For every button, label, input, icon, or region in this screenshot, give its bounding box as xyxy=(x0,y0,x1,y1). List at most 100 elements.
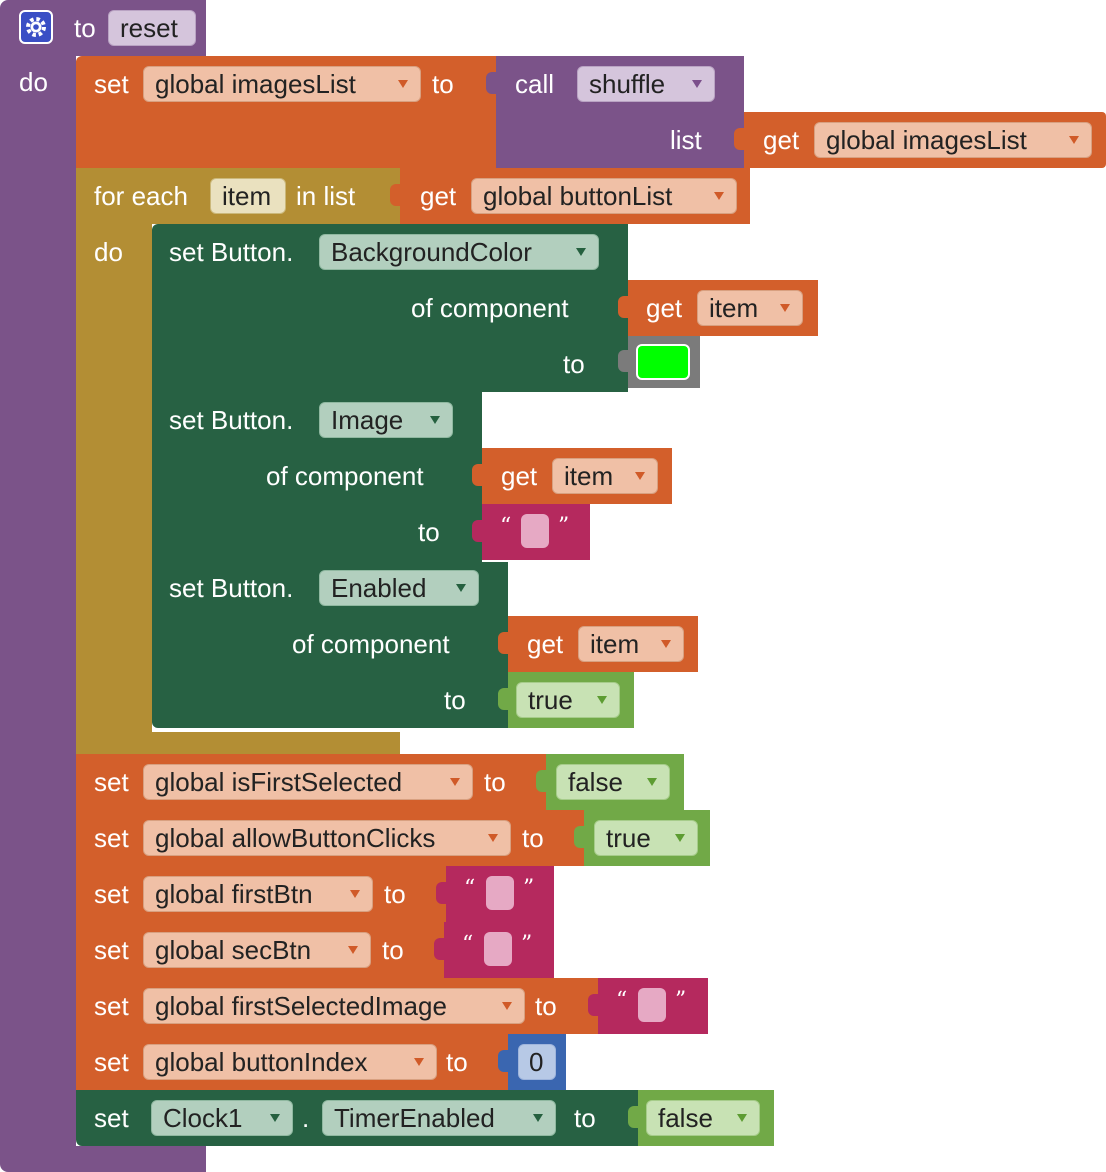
procedure-to-label: to xyxy=(74,13,96,43)
dropdown-arrow-icon xyxy=(533,1114,543,1122)
empty-text-field[interactable] xyxy=(638,988,666,1022)
dropdown-arrow-icon xyxy=(737,1114,747,1122)
dropdown-arrow-icon xyxy=(647,778,657,786)
to-label: to xyxy=(444,685,466,715)
to-label: to xyxy=(535,991,557,1021)
set-label: set xyxy=(94,879,129,909)
call-label: call xyxy=(515,69,555,99)
get-item-dropdown[interactable]: item xyxy=(578,626,684,662)
dropdown-arrow-icon xyxy=(456,584,466,592)
logic-block-tab xyxy=(498,688,508,710)
get-item-get-label: get xyxy=(501,461,538,491)
to-label: to xyxy=(574,1103,596,1133)
to-label: to xyxy=(522,823,544,853)
of-component-label: of component xyxy=(292,629,450,659)
backgroundcolor-property-dropdown[interactable]: BackgroundColor xyxy=(319,234,599,270)
dropdown-arrow-icon xyxy=(270,1114,280,1122)
empty-text-field[interactable] xyxy=(521,514,549,548)
dropdown-arrow-icon xyxy=(488,834,498,842)
for-each-do-label: do xyxy=(94,237,123,267)
get-images-get-label: get xyxy=(763,125,800,155)
dropdown-arrow-icon xyxy=(692,80,702,88)
dropdown-arrow-icon xyxy=(398,80,408,88)
dropdown-arrow-icon xyxy=(430,416,440,424)
is-first-selected-dropdown[interactable]: global isFirstSelected xyxy=(143,764,473,800)
dropdown-arrow-icon xyxy=(675,834,685,842)
to-label: to xyxy=(384,879,406,909)
false-value-dropdown[interactable]: false xyxy=(556,764,670,800)
to-label: to xyxy=(563,349,585,379)
text-block-tab xyxy=(434,938,444,960)
shuffle-function-dropdown[interactable]: shuffle xyxy=(577,66,715,102)
to-label: to xyxy=(418,517,440,547)
image-property-dropdown[interactable]: Image xyxy=(319,402,453,438)
set-button-label: set Button. xyxy=(169,405,294,435)
of-component-label: of component xyxy=(411,293,569,323)
to-label: to xyxy=(382,935,404,965)
sec-btn-dropdown[interactable]: global secBtn xyxy=(143,932,371,968)
green-color-swatch[interactable] xyxy=(636,344,690,380)
empty-text-field[interactable] xyxy=(486,876,514,910)
set-images-variable-dropdown[interactable]: global imagesList xyxy=(143,66,421,102)
dropdown-arrow-icon xyxy=(597,696,607,704)
allow-button-clicks-dropdown[interactable]: global allowButtonClicks xyxy=(143,820,511,856)
true-value-dropdown[interactable]: true xyxy=(516,682,620,718)
dropdown-arrow-icon xyxy=(450,778,460,786)
dropdown-arrow-icon xyxy=(414,1058,424,1066)
text-block-tab xyxy=(436,882,446,904)
get-button-list-dropdown[interactable]: global buttonList xyxy=(471,178,737,214)
open-quote: “ xyxy=(464,876,476,901)
button-index-dropdown[interactable]: global buttonIndex xyxy=(143,1044,437,1080)
dropdown-arrow-icon xyxy=(1069,136,1079,144)
dropdown-arrow-icon xyxy=(714,192,724,200)
dropdown-arrow-icon xyxy=(348,946,358,954)
procedure-body-rail xyxy=(0,54,76,1148)
number-value-field[interactable]: 0 xyxy=(518,1044,556,1080)
clock1-component-dropdown[interactable]: Clock1 xyxy=(151,1100,293,1136)
logic-block-tab xyxy=(574,826,584,848)
get-button-list-get-label: get xyxy=(420,181,457,211)
get-item-tab xyxy=(618,296,628,318)
for-each-label: for each xyxy=(94,181,188,211)
dropdown-arrow-icon xyxy=(780,304,790,312)
procedure-do-label: do xyxy=(19,67,48,97)
dropdown-arrow-icon xyxy=(350,890,360,898)
dropdown-arrow-icon xyxy=(502,1002,512,1010)
close-quote: ” xyxy=(521,932,533,957)
get-item-tab xyxy=(472,464,482,486)
timer-enabled-property-dropdown[interactable]: TimerEnabled xyxy=(322,1100,556,1136)
dropdown-arrow-icon xyxy=(661,640,671,648)
set-label: set xyxy=(94,823,129,853)
get-item-tab xyxy=(498,632,508,654)
gear-icon[interactable] xyxy=(19,10,53,44)
shuffle-list-param-label: list xyxy=(670,125,702,155)
get-images-variable-dropdown[interactable]: global imagesList xyxy=(814,122,1092,158)
open-quote: “ xyxy=(462,932,474,957)
for-each-item-field[interactable]: item xyxy=(210,178,286,214)
dot-separator: . xyxy=(302,1103,310,1133)
dropdown-arrow-icon xyxy=(635,472,645,480)
get-item-dropdown[interactable]: item xyxy=(697,290,803,326)
to-label: to xyxy=(484,767,506,797)
set-label: set xyxy=(94,991,129,1021)
close-quote: ” xyxy=(558,514,570,539)
set-button-label: set Button. xyxy=(169,237,294,267)
set-label: set xyxy=(94,1103,129,1133)
empty-text-field[interactable] xyxy=(484,932,512,966)
first-btn-dropdown[interactable]: global firstBtn xyxy=(143,876,373,912)
set-label: set xyxy=(94,1047,129,1077)
procedure-name-field[interactable]: reset xyxy=(108,10,196,46)
call-shuffle-tab xyxy=(486,72,496,94)
dropdown-arrow-icon xyxy=(576,248,586,256)
get-item-get-label: get xyxy=(646,293,683,323)
false-value-dropdown[interactable]: false xyxy=(646,1100,760,1136)
first-selected-image-dropdown[interactable]: global firstSelectedImage xyxy=(143,988,525,1024)
get-item-dropdown[interactable]: item xyxy=(552,458,658,494)
enabled-property-dropdown[interactable]: Enabled xyxy=(319,570,479,606)
procedure-bottom-arm xyxy=(0,1146,206,1172)
set-images-set-label: set xyxy=(94,69,129,99)
true-value-dropdown[interactable]: true xyxy=(594,820,698,856)
close-quote: ” xyxy=(675,988,687,1013)
of-component-label: of component xyxy=(266,461,424,491)
for-each-in-list-label: in list xyxy=(296,181,356,211)
